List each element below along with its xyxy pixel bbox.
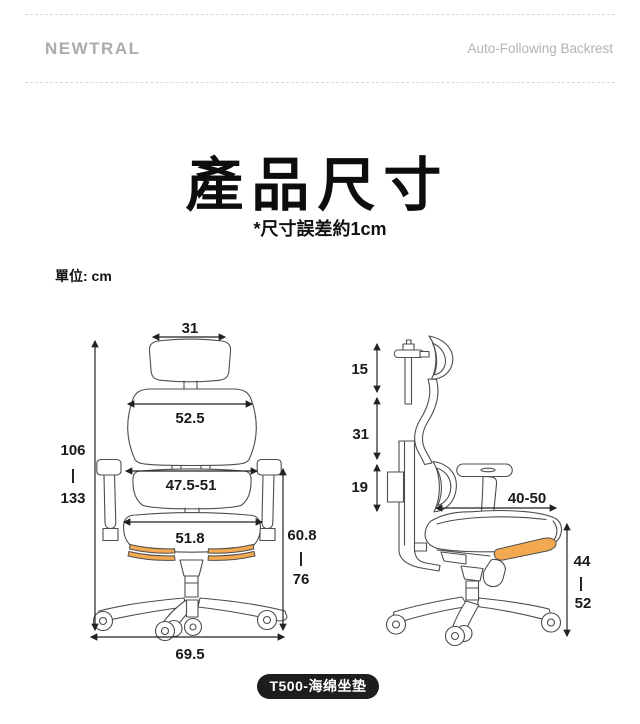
tolerance-note: *尺寸誤差約1cm [253, 219, 387, 239]
dim-armrest-floor-height-max: 76 [293, 571, 310, 588]
side-backrest-frame [414, 378, 439, 466]
brand-logo: NEWTRAL [45, 39, 141, 58]
dim-side-backrest-height: 31 [352, 426, 369, 443]
side-base [385, 596, 562, 647]
dim-armrest-floor-height-sep: | [299, 550, 303, 567]
front-footrest-accent [127, 543, 256, 561]
dimension-arrows [89, 333, 571, 641]
front-gas-lift [179, 559, 204, 577]
dim-total-height-max: 133 [60, 490, 85, 507]
side-headrest [428, 335, 454, 380]
front-armrest-left [96, 458, 122, 542]
dim-front-headrest-width: 31 [182, 320, 199, 337]
dim-total-height-min: 106 [60, 442, 85, 459]
front-base [92, 597, 288, 642]
dim-side-seat-height-max: 52 [575, 595, 592, 612]
dim-front-base-width: 69.5 [175, 646, 204, 663]
unit-label: 單位: cm [55, 268, 112, 284]
side-headrest-bracket [405, 339, 412, 345]
dim-side-seat-depth: 40-50 [508, 490, 546, 507]
front-armrest-right [256, 458, 282, 542]
side-footrest-accent [493, 537, 557, 561]
side-back-column [398, 440, 441, 572]
front-view-chair-drawing [92, 338, 288, 642]
header-tagline: Auto-Following Backrest [467, 41, 613, 56]
dim-front-backrest-width: 52.5 [175, 410, 204, 427]
side-mechanism [436, 549, 507, 601]
side-view-chair-drawing [385, 335, 563, 647]
front-headrest [148, 338, 232, 383]
dim-front-seat-width: 51.8 [175, 530, 204, 547]
dim-side-headrest-height: 15 [351, 361, 368, 378]
dim-side-seat-height-sep: | [579, 575, 583, 592]
top-dashed-divider [25, 14, 615, 15]
model-badge: T500-海绵坐垫 [257, 674, 379, 699]
dim-armrest-floor-height-min: 60.8 [287, 527, 316, 544]
dim-total-height-sep: | [71, 467, 75, 484]
dim-front-armrest-width: 47.5-51 [166, 477, 217, 494]
header-dashed-divider [25, 82, 615, 83]
dim-side-seat-height-min: 44 [574, 553, 591, 570]
dimension-labels: 31 52.5 47.5-51 51.8 69.5 106 | 133 60.8… [60, 320, 591, 663]
front-backrest [127, 388, 257, 467]
dim-side-lumbar-height: 19 [351, 479, 368, 496]
page-title: 產品尺寸 [185, 153, 450, 218]
